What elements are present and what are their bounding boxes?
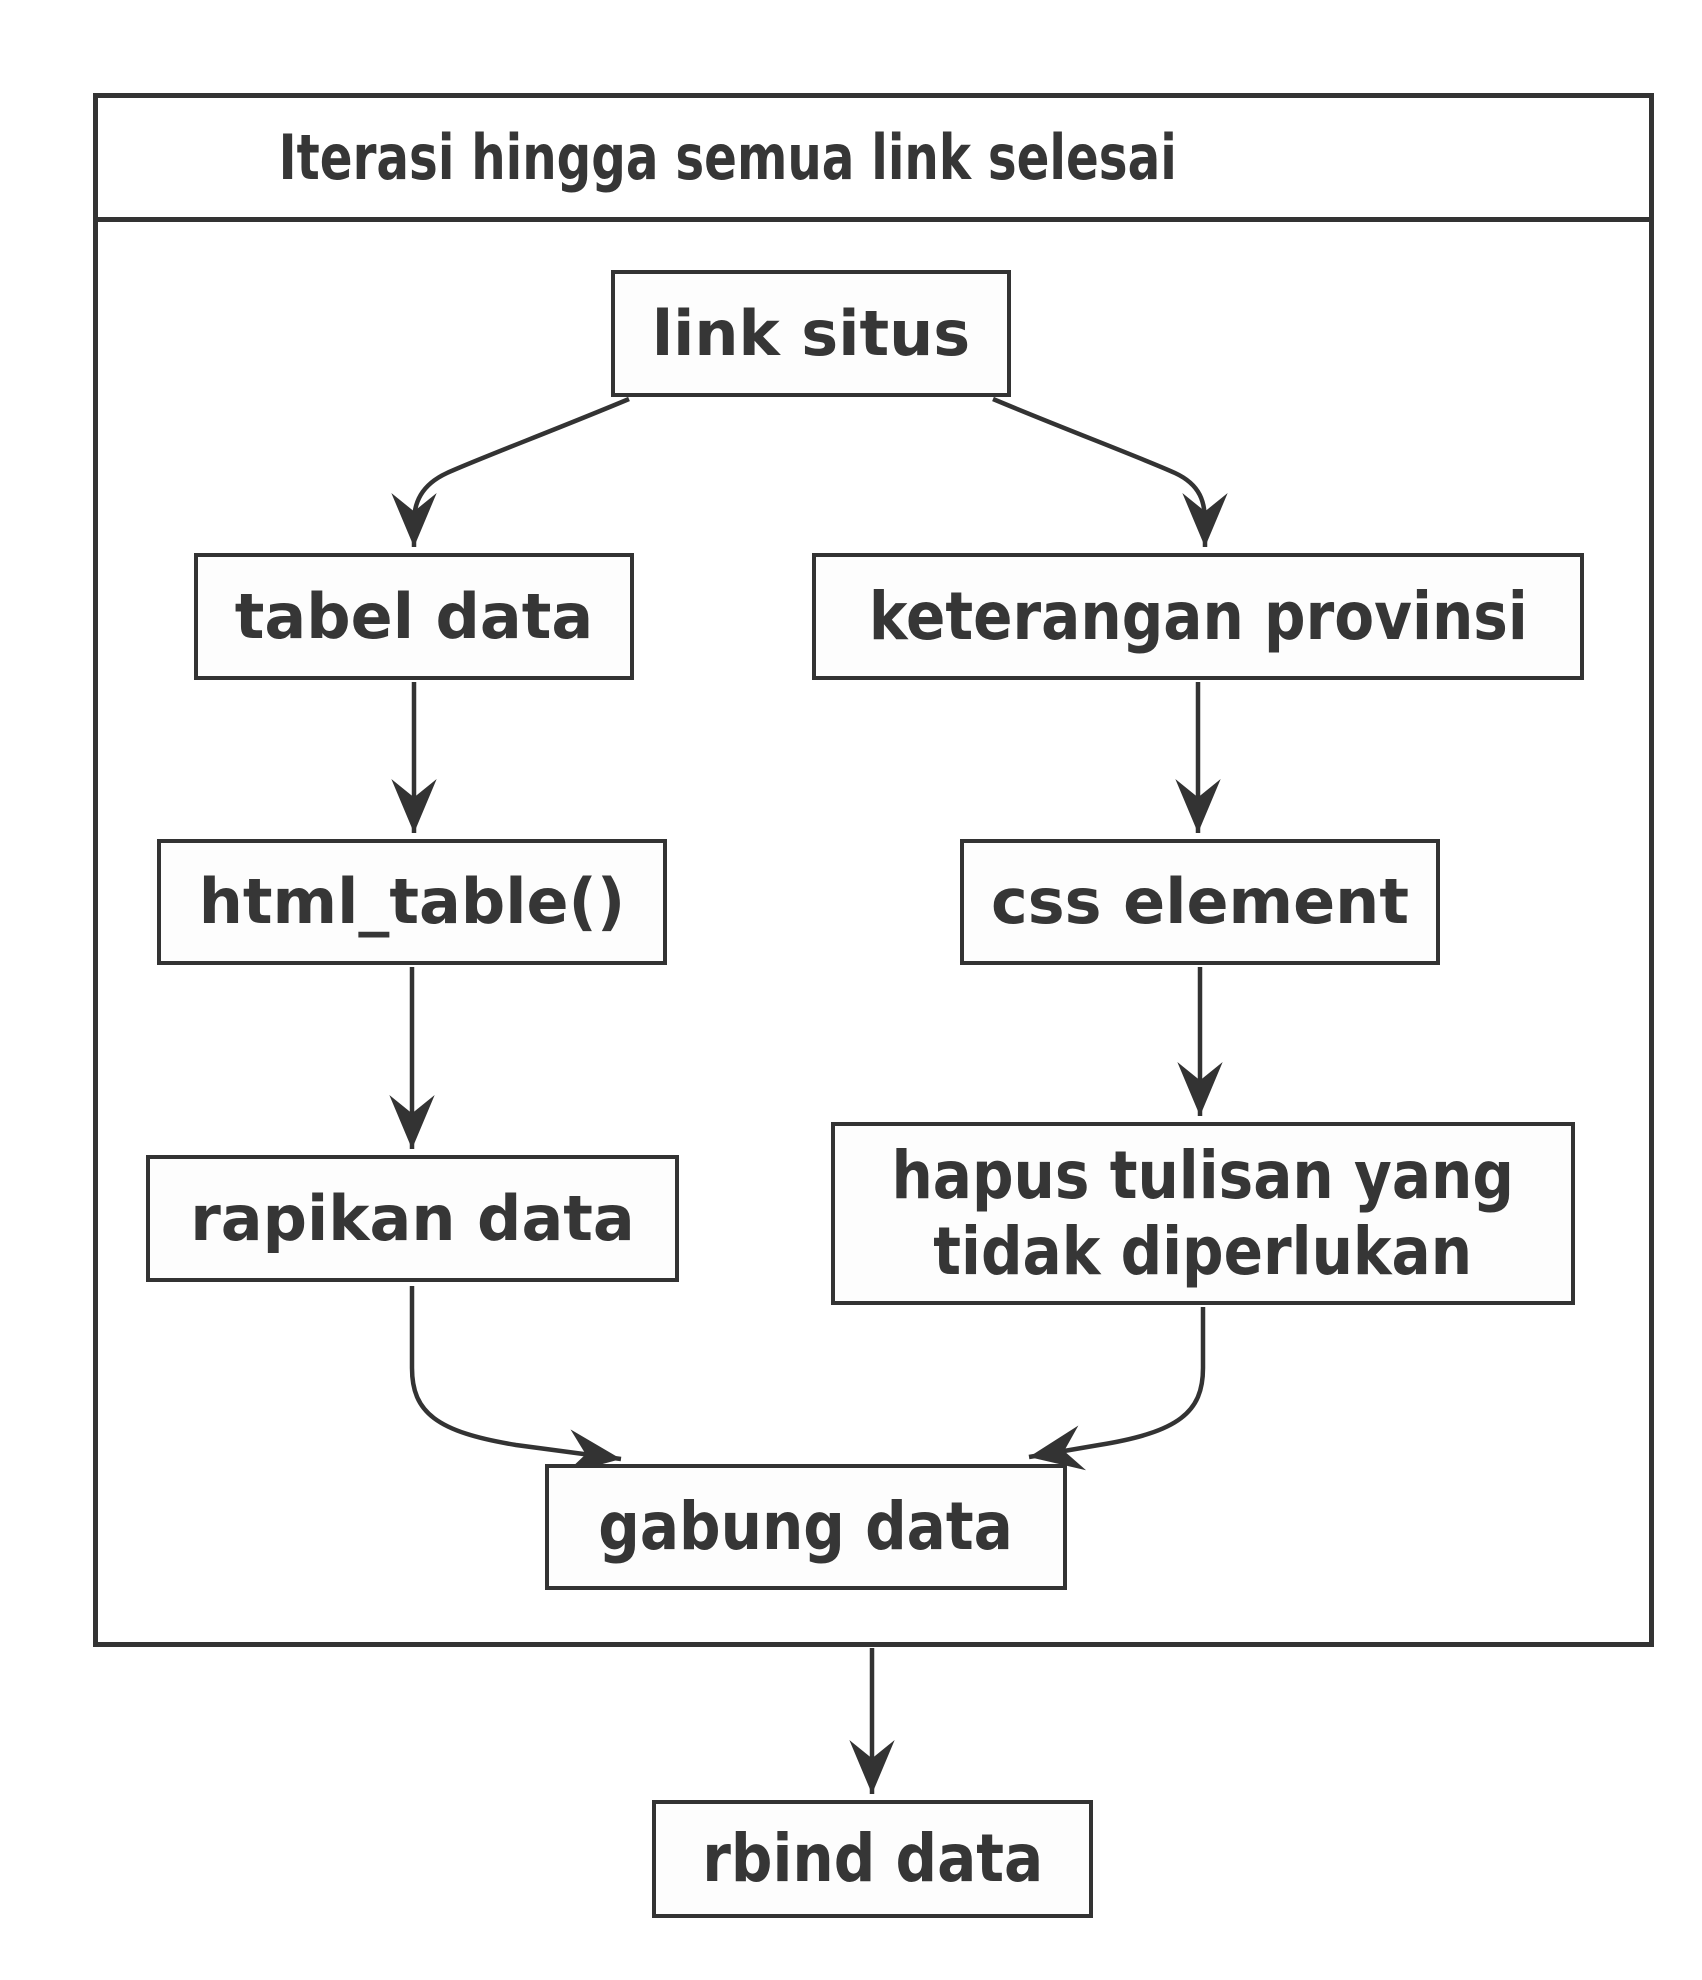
node-css-element-label: css element [991,865,1409,939]
node-keterangan-provinsi: keterangan provinsi [812,553,1584,680]
node-html-table-label: html_table() [198,865,626,939]
cluster-title-text: Iterasi hingga semua link selesai [278,121,1178,194]
edge-link-situs-to-keterangan-provinsi [992,396,1228,547]
iteration-cluster: Iterasi hingga semua link selesai [93,93,1654,1647]
node-rbind-data: rbind data [652,1800,1093,1918]
node-gabung-data: gabung data [545,1464,1067,1590]
node-rapikan-data-label: rapikan data [190,1181,635,1255]
node-keterangan-provinsi-label: keterangan provinsi [868,577,1528,655]
edge-hapus-tulisan-to-gabung-data [1028,1307,1206,1471]
node-hapus-tulisan-label: hapus tulisan yang tidak diperlukan [891,1136,1515,1290]
node-tabel-data-label: tabel data [234,579,594,653]
edge-rapikan-data-to-gabung-data [409,1286,622,1475]
node-hapus-tulisan: hapus tulisan yang tidak diperlukan [831,1122,1575,1305]
node-link-situs-label: link situs [651,296,971,370]
cluster-title: Iterasi hingga semua link selesai [98,98,1358,217]
edge-link-situs-to-tabel-data [391,396,630,547]
node-rbind-data-label: rbind data [702,1820,1043,1898]
node-gabung-data-label: gabung data [598,1488,1014,1566]
node-css-element: css element [960,839,1440,965]
node-html-table: html_table() [157,839,667,965]
node-rapikan-data: rapikan data [146,1155,679,1282]
cluster-title-band: Iterasi hingga semua link selesai [98,98,1649,222]
node-link-situs: link situs [611,270,1011,397]
node-tabel-data: tabel data [194,553,634,680]
